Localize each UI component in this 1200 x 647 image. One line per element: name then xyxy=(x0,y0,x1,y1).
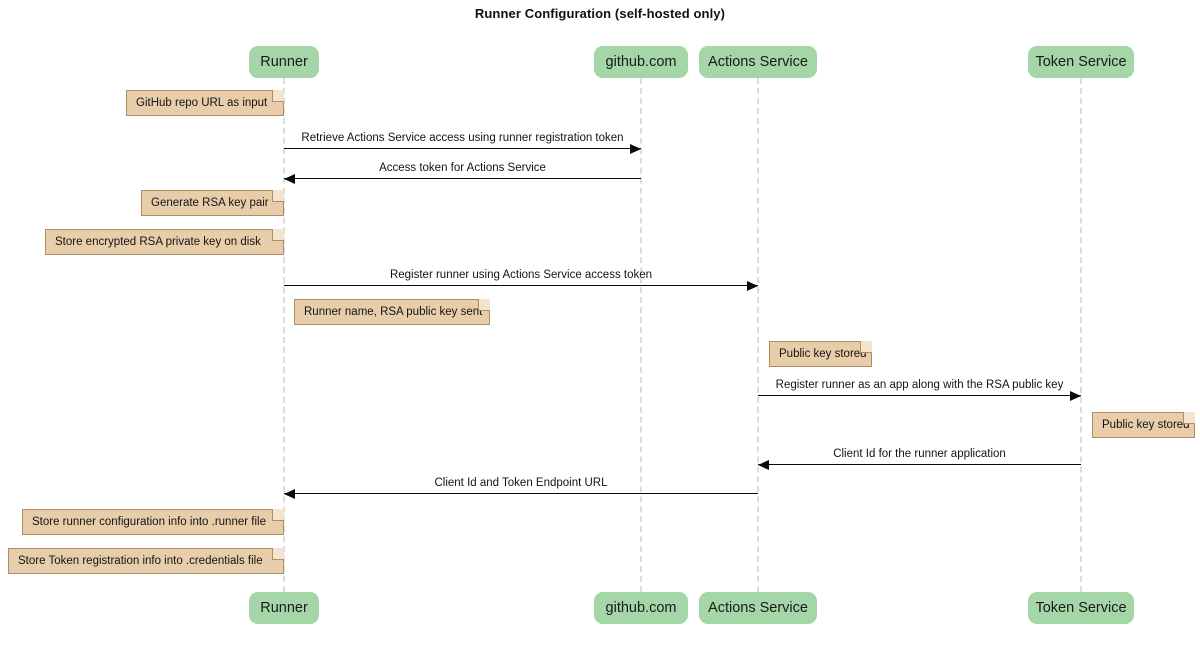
message-label-1: Retrieve Actions Service access using ru… xyxy=(301,132,624,144)
note-7: Store runner configuration info into .ru… xyxy=(22,509,284,535)
note-text: Store Token registration info into .cred… xyxy=(18,555,263,567)
arrowhead-right-icon xyxy=(747,280,758,291)
lifeline-github xyxy=(640,78,642,592)
message-label-5: Client Id for the runner application xyxy=(833,448,1006,460)
participant-token-top[interactable]: Token Service xyxy=(1028,46,1134,78)
message-label-3: Register runner using Actions Service ac… xyxy=(389,269,653,281)
lifeline-runner xyxy=(283,78,285,592)
participant-actions-top[interactable]: Actions Service xyxy=(699,46,817,78)
arrowhead-left-icon xyxy=(284,488,295,499)
arrowhead-left-icon xyxy=(758,459,769,470)
diagram-title: Runner Configuration (self-hosted only) xyxy=(474,6,726,21)
note-fold-corner-icon xyxy=(272,509,284,521)
message-line-2 xyxy=(284,178,641,179)
participant-runner-top[interactable]: Runner xyxy=(249,46,319,78)
arrowhead-left-icon xyxy=(284,173,295,184)
note-6: Public key stored xyxy=(1092,412,1195,438)
note-text: Public key stored xyxy=(1102,419,1190,431)
note-1: GitHub repo URL as input xyxy=(126,90,284,116)
message-label-2: Access token for Actions Service xyxy=(379,162,546,174)
participant-label: Runner xyxy=(260,54,308,70)
note-fold-corner-icon xyxy=(272,229,284,241)
message-line-6 xyxy=(284,493,758,494)
note-text: Store runner configuration info into .ru… xyxy=(32,516,266,528)
participant-label: Token Service xyxy=(1035,54,1127,70)
participant-token-bottom[interactable]: Token Service xyxy=(1028,592,1134,624)
participant-actions-bottom[interactable]: Actions Service xyxy=(699,592,817,624)
message-line-1 xyxy=(284,148,641,149)
participant-runner-bottom[interactable]: Runner xyxy=(249,592,319,624)
note-fold-corner-icon xyxy=(272,90,284,102)
participant-label: Actions Service xyxy=(708,54,808,70)
participant-label: Actions Service xyxy=(708,600,808,616)
note-text: Public key stored xyxy=(779,348,867,360)
note-text: Runner name, RSA public key sent xyxy=(304,306,483,318)
note-5: Public key stored xyxy=(769,341,872,367)
message-label-4: Register runner as an app along with the… xyxy=(775,379,1064,391)
lifeline-actions xyxy=(757,78,759,592)
note-3: Store encrypted RSA private key on disk xyxy=(45,229,284,255)
note-fold-corner-icon xyxy=(272,190,284,202)
participant-label: Runner xyxy=(260,600,308,616)
note-fold-corner-icon xyxy=(272,548,284,560)
message-label-6: Client Id and Token Endpoint URL xyxy=(434,477,608,489)
note-fold-corner-icon xyxy=(1183,412,1195,424)
note-8: Store Token registration info into .cred… xyxy=(8,548,284,574)
arrowhead-right-icon xyxy=(630,143,641,154)
message-line-4 xyxy=(758,395,1081,396)
note-2: Generate RSA key pair xyxy=(141,190,284,216)
note-text: Generate RSA key pair xyxy=(151,197,269,209)
participant-github-bottom[interactable]: github.com xyxy=(594,592,688,624)
participant-github-top[interactable]: github.com xyxy=(594,46,688,78)
note-text: Store encrypted RSA private key on disk xyxy=(55,236,261,248)
arrowhead-right-icon xyxy=(1070,390,1081,401)
message-line-5 xyxy=(758,464,1081,465)
participant-label: github.com xyxy=(605,600,677,616)
message-line-3 xyxy=(284,285,758,286)
note-fold-corner-icon xyxy=(478,299,490,311)
note-fold-corner-icon xyxy=(860,341,872,353)
note-text: GitHub repo URL as input xyxy=(136,97,268,109)
participant-label: Token Service xyxy=(1035,600,1127,616)
note-4: Runner name, RSA public key sent xyxy=(294,299,490,325)
participant-label: github.com xyxy=(605,54,677,70)
lifeline-token xyxy=(1080,78,1082,592)
